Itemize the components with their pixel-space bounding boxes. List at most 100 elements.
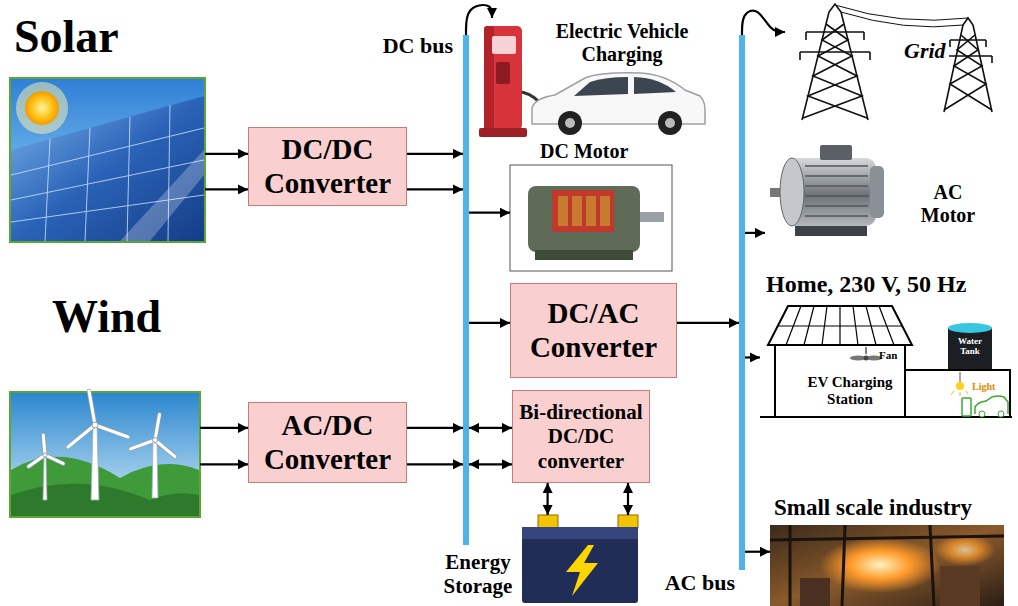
dc-motor-picture-part-part	[600, 196, 610, 226]
battery-picture-part	[566, 545, 598, 596]
converter-label: DC/DC Converter	[255, 133, 400, 200]
wind-turbine-picture-part-part	[43, 435, 45, 455]
ac-motor-picture	[770, 145, 884, 236]
ac-motor-picture-part	[805, 166, 868, 216]
connector-arrow	[742, 11, 785, 35]
wind-turbine-picture-part	[29, 391, 175, 467]
industry-picture-part	[770, 525, 1004, 606]
battery-picture-part	[618, 515, 638, 528]
wind-turbine-picture-part	[43, 453, 47, 457]
home-picture-part	[864, 356, 869, 361]
converter-box: DC/AC Converter	[510, 283, 677, 378]
connector-arrow	[466, 5, 492, 35]
connector-arrow	[546, 483, 548, 515]
node-label-area: Electric Vehicle Charging	[542, 20, 702, 66]
connector-arrow	[205, 188, 248, 190]
ac-motor-picture-part-part	[805, 175, 868, 177]
converter-label: DC/AC Converter	[517, 297, 670, 364]
ev-charger-picture-part	[479, 128, 527, 137]
node-label-area: Home, 230 V, 50 Hz	[766, 271, 966, 299]
icon-label-area: Water Tank	[948, 336, 992, 357]
industry-picture-part	[935, 534, 995, 566]
icon-label-area: EV Charging Station	[800, 374, 900, 409]
illustration-node: Wind	[10, 392, 200, 517]
wind-turbine-picture-part-part	[68, 425, 95, 447]
ev-charger-picture-part	[496, 62, 510, 84]
home-picture-part	[775, 345, 905, 417]
ev-charger-picture-part	[574, 77, 628, 96]
converter-text-area: DC/DC Converter	[249, 133, 406, 200]
solar-panel-picture-part	[25, 91, 59, 125]
node-label-area: DC bus	[383, 33, 453, 58]
node-label-area: DC Motor	[540, 140, 628, 163]
dc-motor-picture-part	[558, 196, 610, 226]
industry-picture	[770, 525, 1004, 606]
dc-motor-picture-part	[535, 250, 633, 260]
dc-motor-picture-part	[510, 165, 672, 271]
dc-motor-picture-part	[552, 190, 614, 232]
transmission-tower-picture-part	[944, 35, 992, 110]
ac-motor-picture-part	[820, 145, 852, 160]
illustration-node: DC Motor	[510, 165, 672, 271]
home-picture-part	[905, 370, 1010, 417]
ev-charger-picture-part	[658, 111, 682, 135]
node-label-area: Energy Storage	[438, 550, 518, 598]
wind-turbine-picture-part	[11, 457, 199, 516]
ac-motor-picture-part	[870, 166, 884, 218]
converter-text-area: Bi-directional DC/DC converter	[513, 400, 649, 472]
wind-turbine-picture-part-part	[95, 425, 128, 437]
ac-motor-picture-part	[780, 158, 804, 226]
transmission-tower-picture-part	[944, 40, 992, 56]
wind-turbine-picture-part	[152, 442, 158, 498]
icon-label-area: Fan	[879, 349, 897, 362]
wind-turbine-picture-part-part	[131, 440, 155, 449]
ac-motor-picture-part-part	[805, 215, 868, 217]
dc-motor-picture	[510, 165, 672, 271]
home-picture-part	[960, 372, 961, 382]
transmission-tower-picture-part	[802, 4, 868, 120]
home-picture-part-part	[966, 391, 968, 394]
wind-turbine-picture-part	[91, 427, 99, 500]
wind-turbine-picture-part	[11, 484, 199, 516]
node-label-area: Wind	[52, 291, 161, 344]
icon-label: EV Charging Station	[800, 374, 900, 409]
node-label: Solar	[14, 11, 119, 64]
battery-picture-part	[522, 527, 638, 539]
transmission-tower-picture-part	[800, 32, 870, 52]
wind-turbine-picture-part-part	[43, 435, 45, 455]
converter-label: AC/DC Converter	[255, 409, 400, 476]
ev-charger-picture-part	[665, 118, 675, 128]
home-picture-part-part	[960, 392, 961, 396]
illustration-node: Grid	[785, 10, 1007, 122]
home-picture-part	[948, 328, 992, 369]
icon-label: Fan	[879, 349, 897, 362]
node-label: Energy Storage	[438, 550, 518, 598]
home-picture-part	[951, 391, 968, 396]
node-label-area: AC Motor	[912, 181, 984, 227]
icon-label: Light	[972, 381, 995, 393]
ac-motor-picture-part-part	[805, 165, 868, 167]
connector-arrow	[205, 153, 248, 155]
converter-text-area: DC/AC Converter	[511, 297, 676, 364]
industry-picture-part-part	[842, 525, 845, 606]
wind-turbine-picture-part-part	[45, 455, 63, 464]
wind-turbine-picture-part	[10, 392, 200, 517]
node-label: Home, 230 V, 50 Hz	[766, 271, 966, 299]
solar-panel-picture-part-part	[85, 128, 90, 241]
wind-turbine-picture-part-part	[155, 440, 175, 457]
industry-picture-part-part	[770, 536, 1004, 540]
ev-charger-picture-part	[565, 118, 575, 128]
solar-panel-picture-part	[16, 82, 68, 134]
connector-arrow	[745, 232, 765, 234]
home-picture-part	[865, 347, 867, 354]
node-label: Electric Vehicle Charging	[542, 20, 702, 66]
converter-box: Bi-directional DC/DC converter	[512, 390, 650, 483]
converter-box: DC/DC Converter	[248, 127, 407, 206]
home-picture-part-part	[778, 325, 902, 326]
node-label: AC Motor	[912, 181, 984, 227]
dc-motor-picture-part-part	[558, 196, 568, 226]
illustration-node: Energy Storage	[520, 515, 640, 603]
illustration-node: Electric Vehicle Charging	[478, 18, 706, 142]
node-label-area: Small scale industry	[774, 495, 972, 521]
